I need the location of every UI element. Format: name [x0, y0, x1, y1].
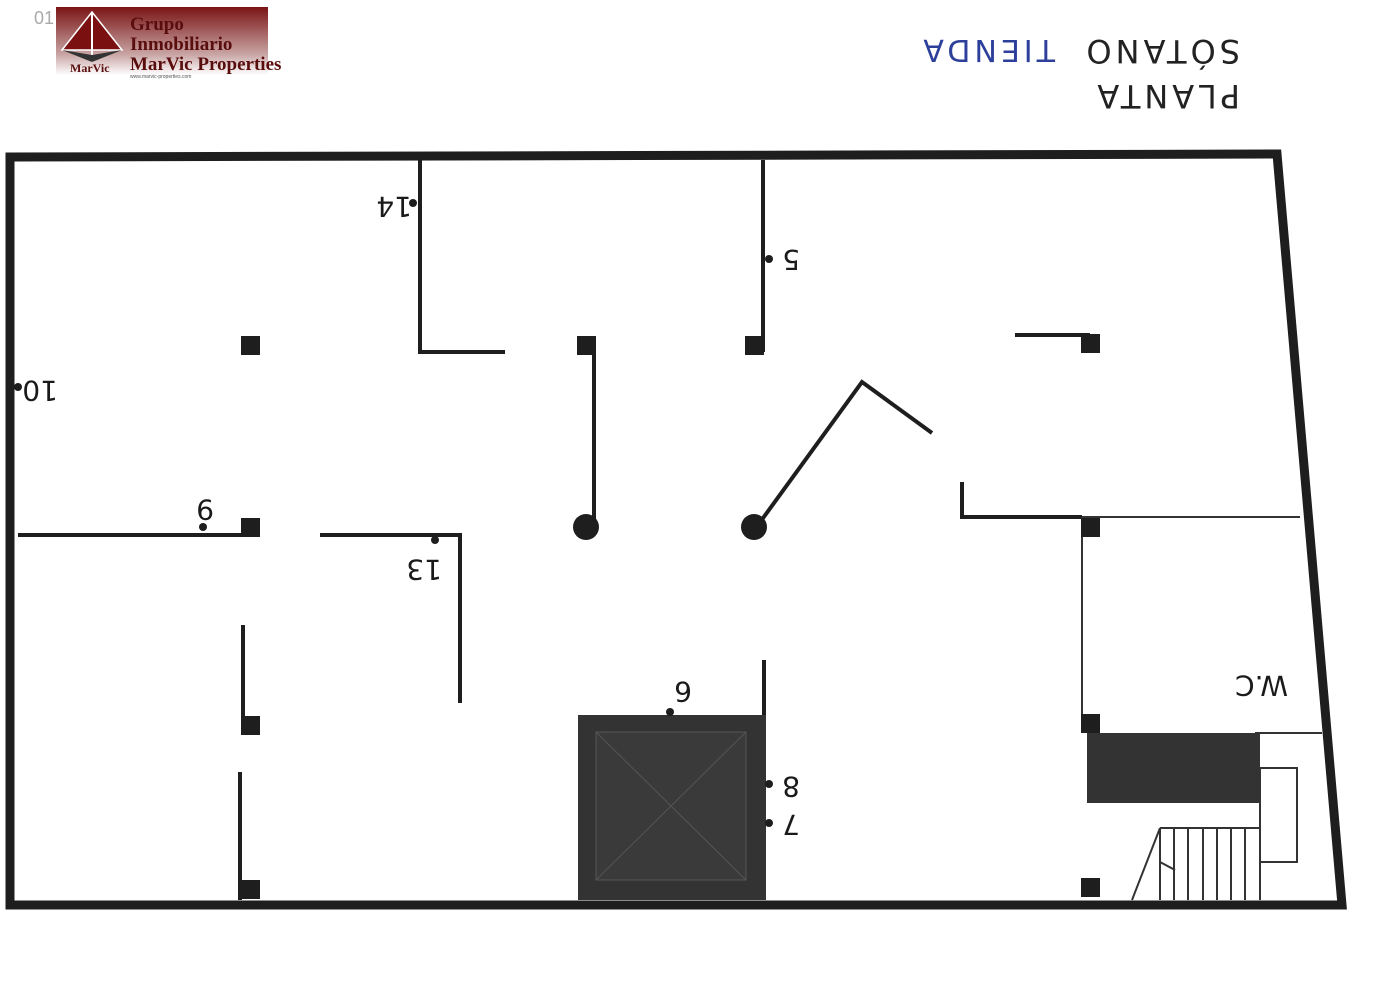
company-logo: MarVic Grupo Inmobiliario MarVic Propert… [56, 7, 281, 80]
marker-10: 10 [22, 374, 58, 407]
marker-8: 8 [782, 770, 800, 803]
marker-dots [14, 199, 773, 827]
logo-line1: Grupo [130, 14, 184, 35]
heading-tienda: TIENDA [919, 32, 1056, 67]
marker-7: 7 [782, 808, 800, 841]
marker-9: 9 [196, 493, 214, 526]
room-label-wc: W.C [1235, 669, 1288, 702]
interior-walls [18, 160, 1090, 900]
logo-line2: Inmobiliario [130, 34, 232, 55]
heading-sotano: SÓTANO [1082, 32, 1240, 71]
marker-13: 13 [406, 553, 442, 586]
marker-6: 6 [674, 675, 692, 708]
corner-note: 01 [34, 8, 54, 28]
heading-planta: PLANTA [1093, 77, 1240, 115]
outer-wall [5, 149, 1347, 910]
plan-heading: PLANTA SÓTANO TIENDA [919, 32, 1240, 115]
elevator-shaft [578, 715, 766, 900]
logo-url: www.marvic-properties.com [130, 74, 191, 80]
pillars [241, 334, 1100, 899]
marker-14: 14 [376, 190, 412, 223]
logo-mark-text: MarVic [70, 61, 110, 75]
staircase [1087, 733, 1261, 901]
marker-5: 5 [782, 243, 800, 276]
logo-line3: MarVic Properties [130, 54, 281, 75]
